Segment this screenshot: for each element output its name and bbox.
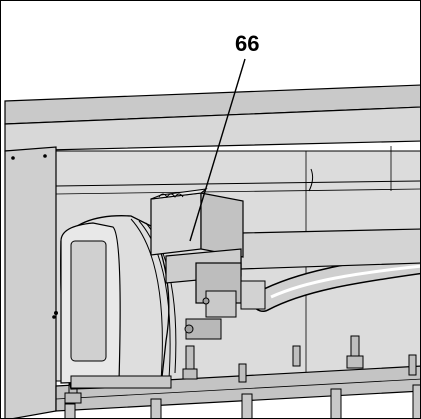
callout-number-label: 66 bbox=[235, 31, 260, 56]
front-rail-posts bbox=[64, 384, 420, 418]
flue-tube bbox=[240, 228, 420, 270]
callout-leader-line bbox=[189, 58, 246, 242]
gas-valve-block bbox=[150, 188, 266, 340]
left-side-panel bbox=[4, 146, 57, 418]
wall-hook bbox=[308, 168, 314, 192]
cabinet-top-panel bbox=[4, 84, 420, 125]
burner-housing bbox=[54, 215, 177, 390]
base-plate bbox=[55, 365, 420, 412]
cabinet-top-front-edge bbox=[4, 106, 420, 152]
